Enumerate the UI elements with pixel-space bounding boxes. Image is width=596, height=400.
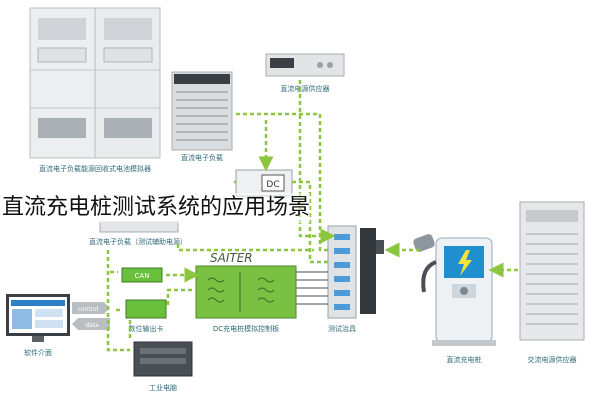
digital-output-card [125, 299, 167, 319]
lightning-icon [458, 250, 472, 276]
core-board-label: DC充电桩模拟控制板 [213, 324, 279, 333]
monitor-icon [6, 294, 70, 342]
industrial-pc [133, 341, 193, 377]
brand-label: SAITER [210, 251, 253, 265]
page-title: 直流充电桩测试系统的应用场景 [2, 193, 311, 223]
ac-source-label: 交流电源供应器 [528, 355, 577, 364]
plug-icon [413, 234, 437, 293]
can-card: CAN [121, 267, 163, 283]
data-arrow: data [72, 318, 110, 330]
e-load-label: 直流电子负载（测试辅助电源） [89, 237, 187, 246]
cabinet-label: 直流电子负载能源回收式电池模拟器 [39, 164, 151, 173]
svg-text:DC: DC [266, 180, 279, 190]
svg-text:data: data [85, 322, 99, 329]
battery-simulator-cabinet [29, 7, 161, 159]
software-label: 软件介面 [24, 348, 52, 357]
control-arrow: control [72, 302, 110, 314]
dc-charger [432, 237, 496, 346]
aux-load-unit [99, 221, 179, 233]
dio-label: 数位输出卡 [129, 324, 164, 333]
charger-label: 直流充电桩 [447, 355, 482, 364]
svg-text:CAN: CAN [135, 272, 150, 280]
svg-text:control: control [78, 306, 99, 313]
dc-power-supply [265, 53, 345, 77]
charger-control-board: SAITER [195, 251, 297, 319]
ac-power-supply [519, 201, 585, 341]
dc-source-label: 直流电源供应器 [281, 84, 330, 93]
electronic-load-unit [171, 71, 233, 151]
test-fixture [327, 225, 384, 319]
ipc-label: 工业电脑 [149, 383, 177, 392]
fixture-label: 测试治具 [328, 324, 356, 333]
board-to-fixture-wires [296, 271, 328, 305]
e-load-top-label: 直流电子负载 [181, 153, 223, 162]
